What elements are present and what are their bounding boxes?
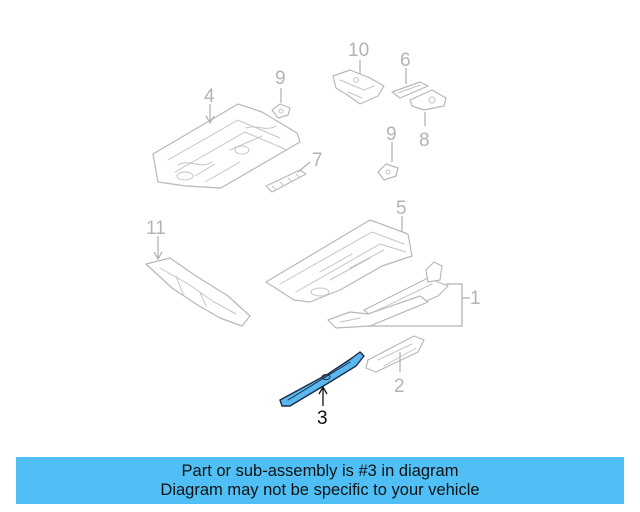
- banner-line-1: Part or sub-assembly is #3 in diagram: [181, 461, 459, 480]
- part-9-bracket-upper[interactable]: [271, 103, 291, 119]
- part-6-reinforcement[interactable]: [391, 81, 429, 99]
- banner-line-2: Diagram may not be specific to your vehi…: [160, 480, 480, 499]
- callout-5[interactable]: 5: [396, 198, 407, 219]
- callout-2[interactable]: 2: [394, 376, 405, 397]
- parts-diagram: 4 9 10 6 8 9 7 5 11 1 2 3: [145, 40, 481, 429]
- part-9-bracket-lower[interactable]: [377, 163, 399, 181]
- leader-11-arrow: [153, 251, 163, 261]
- callout-8[interactable]: 8: [419, 130, 430, 151]
- part-10-crossmember-bracket[interactable]: [332, 69, 385, 105]
- callout-11[interactable]: 11: [146, 218, 166, 239]
- callout-6[interactable]: 6: [400, 50, 411, 71]
- part-4-front-floor-pan[interactable]: [152, 103, 301, 189]
- leader-1-bracket: [368, 283, 463, 327]
- callout-1[interactable]: 1: [470, 288, 481, 309]
- leader-4-arrow: [205, 115, 215, 125]
- leader-lines: [153, 60, 470, 406]
- leader-7: [297, 161, 311, 173]
- info-banner: Part or sub-assembly is #3 in diagram Di…: [16, 457, 624, 504]
- part-5-rear-floor-pan[interactable]: [265, 219, 413, 303]
- part-11-rear-side-member[interactable]: [145, 257, 251, 327]
- part-8-bracket[interactable]: [409, 89, 447, 111]
- leader-3-arrow: [318, 385, 328, 395]
- part-2-reinforcement[interactable]: [365, 335, 425, 373]
- callout-labels: 4 9 10 6 8 9 7 5 11 1 2 3: [146, 40, 481, 429]
- part-3-rail-highlighted[interactable]: [279, 351, 365, 407]
- callout-3[interactable]: 3: [317, 408, 328, 429]
- callout-9-upper[interactable]: 9: [275, 68, 286, 89]
- callout-10[interactable]: 10: [348, 40, 369, 61]
- callout-7[interactable]: 7: [312, 150, 323, 171]
- callout-4[interactable]: 4: [204, 86, 215, 107]
- callout-9-lower[interactable]: 9: [386, 124, 397, 145]
- part-1-sill-assembly[interactable]: [327, 261, 449, 329]
- part-7-rail[interactable]: [265, 169, 307, 193]
